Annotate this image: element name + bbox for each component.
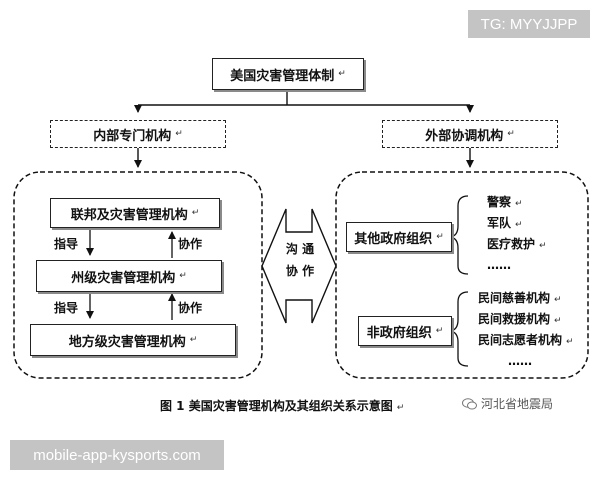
paragraph-mark: ↵ [507, 129, 515, 139]
paragraph-mark: ↵ [515, 199, 523, 209]
ngo-label: 非政府组织 [366, 325, 432, 341]
paragraph-mark: ↵ [435, 326, 444, 336]
paragraph-mark: ↵ [338, 69, 346, 79]
paragraph-mark: ↵ [554, 316, 562, 326]
paragraph-mark: ↵ [539, 241, 547, 251]
left-branch-label: 内部专门机构 [93, 128, 172, 144]
gov-item-army: 军队↵ [487, 216, 523, 230]
paragraph-mark: ↵ [189, 335, 198, 345]
state-box: 州级灾害管理机构↵ [36, 260, 222, 292]
double-arrow [261, 208, 337, 324]
tree-connectors [134, 90, 474, 168]
federal-box: 联邦及灾害管理机构↵ [50, 198, 220, 228]
paragraph-mark: ↵ [396, 403, 405, 413]
paragraph-mark: ↵ [436, 232, 444, 242]
wechat-icon [462, 397, 477, 409]
left-branch-box: 内部专门机构↵ [50, 120, 226, 148]
paragraph-mark: ↵ [175, 129, 183, 139]
ngo-item-charity: 民间慈善机构↵ [478, 291, 562, 305]
paragraph-mark: ↵ [191, 208, 200, 218]
gov-org-label: 其他政府组织 [354, 231, 433, 247]
local-label: 地方级灾害管理机构 [68, 334, 186, 350]
paragraph-mark: ↵ [515, 220, 523, 230]
right-branch-label: 外部协调机构 [425, 128, 504, 144]
internal-container [13, 171, 263, 379]
ngo-item-rescue: 民间救援机构↵ [478, 312, 562, 326]
state-label: 州级灾害管理机构 [71, 270, 176, 286]
gov-org-box: 其他政府组织↵ [346, 222, 452, 252]
paragraph-mark: ↵ [566, 337, 574, 347]
ngo-box: 非政府组织↵ [358, 316, 452, 346]
watermark-top: TG: MYYJJPP [468, 10, 590, 38]
guide-label-upper: 指导 [54, 237, 79, 251]
watermark-bottom: mobile-app-kysports.com [10, 440, 224, 470]
local-box: 地方级灾害管理机构↵ [30, 324, 236, 356]
guide-label-lower: 指导 [54, 301, 79, 315]
coop-label-lower: 协作 [178, 301, 203, 315]
paragraph-mark: ↵ [179, 271, 187, 281]
source-label: 河北省地震局 [481, 397, 554, 411]
ngo-item-ellipsis: …… [508, 354, 532, 368]
figure-caption: 图 1 美国灾害管理机构及其组织关系示意图↵ [160, 399, 405, 413]
center-label-communicate: 沟 通 [285, 242, 315, 256]
gov-item-ellipsis: …… [487, 258, 511, 272]
gov-item-medical: 医疗救护↵ [487, 237, 547, 251]
internal-arrows [86, 228, 176, 320]
root-box: 美国灾害管理体制↵ [212, 58, 364, 90]
external-container [335, 171, 589, 379]
right-branch-box: 外部协调机构↵ [382, 120, 558, 148]
coop-label-upper: 协作 [178, 237, 203, 251]
center-label-cooperate: 协 作 [285, 264, 315, 278]
braces [449, 195, 469, 367]
ngo-item-volunteer: 民间志愿者机构↵ [478, 333, 574, 347]
paragraph-mark: ↵ [554, 295, 562, 305]
federal-label: 联邦及灾害管理机构 [70, 207, 188, 223]
source-attribution: 河北省地震局 [462, 395, 553, 412]
root-label: 美国灾害管理体制 [230, 68, 335, 84]
gov-item-police: 警察↵ [487, 195, 523, 209]
